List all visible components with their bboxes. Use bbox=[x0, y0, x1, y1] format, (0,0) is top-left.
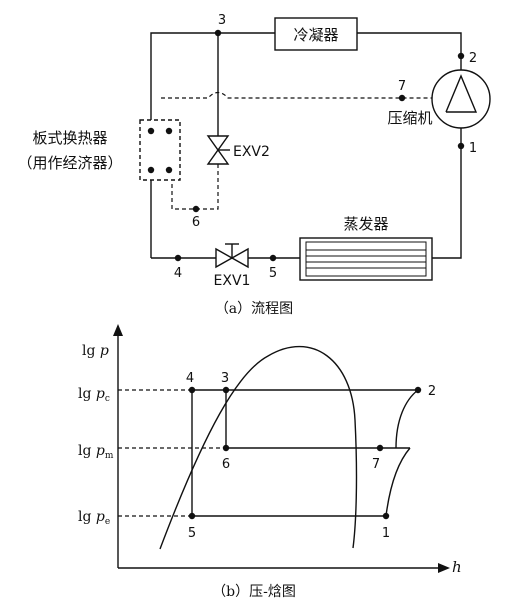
x-axis-label: h bbox=[452, 558, 462, 576]
hx-label-2: （用作经济器） bbox=[17, 154, 122, 172]
hx-port bbox=[147, 127, 155, 135]
economizer-return-line bbox=[171, 164, 219, 210]
point-5-label: 5 bbox=[269, 266, 277, 281]
point-4-label: 4 bbox=[174, 266, 182, 281]
evaporator-inner bbox=[305, 241, 427, 277]
hx-port bbox=[165, 127, 173, 135]
level-pe-label: lg pe bbox=[78, 509, 110, 527]
hx-port bbox=[147, 166, 155, 174]
flow-diagram: 冷凝器 压缩机 板式换热器 （用作经济器） EXV2 EXV1 蒸发器 bbox=[17, 13, 491, 317]
point-7-marker bbox=[398, 94, 406, 102]
compression-stage-2 bbox=[395, 389, 419, 449]
injection-line bbox=[161, 91, 436, 99]
ph-point-5 bbox=[188, 512, 196, 520]
exv2-label: EXV2 bbox=[233, 144, 270, 160]
condenser-box bbox=[274, 17, 358, 51]
point-2-label: 2 bbox=[469, 51, 477, 66]
hx-label-1: 板式换热器 bbox=[32, 129, 107, 147]
point-1-label: 1 bbox=[469, 141, 477, 156]
ph-label-5: 5 bbox=[188, 526, 196, 541]
point-6-marker bbox=[192, 205, 200, 213]
ph-label-3: 3 bbox=[221, 371, 229, 386]
point-2-marker bbox=[457, 52, 465, 60]
ph-label-7: 7 bbox=[372, 457, 380, 472]
ph-point-2 bbox=[414, 386, 422, 394]
ph-diagram: lg p h lg pc lg pm lg pe 4 3 2 6 7 bbox=[78, 324, 462, 600]
flow-caption: （a）流程图 bbox=[215, 301, 293, 317]
point-3-label: 3 bbox=[218, 13, 226, 28]
y-axis-arrow bbox=[113, 324, 123, 336]
ph-label-4: 4 bbox=[186, 371, 194, 386]
saturation-dome bbox=[159, 345, 358, 550]
ph-label-1: 1 bbox=[382, 526, 390, 541]
ph-point-7 bbox=[376, 444, 384, 452]
level-pc-label: lg pc bbox=[78, 386, 110, 404]
left-pipe bbox=[150, 32, 275, 258]
level-pm-label: lg pm bbox=[78, 443, 114, 461]
point-4-marker bbox=[174, 254, 182, 262]
exv2-valve-top bbox=[206, 135, 230, 152]
exv1-valve-left bbox=[215, 247, 234, 269]
point-1-marker bbox=[457, 142, 465, 150]
plate-heat-exchanger bbox=[139, 119, 181, 181]
ph-point-4 bbox=[188, 386, 196, 394]
y-axis-label: lg p bbox=[82, 343, 109, 359]
ph-caption: （b）压-焓图 bbox=[212, 584, 296, 600]
evaporator-label: 蒸发器 bbox=[343, 215, 388, 233]
exv1-label: EXV1 bbox=[214, 273, 251, 289]
hx-port bbox=[165, 166, 173, 174]
condenser-to-compressor-pipe bbox=[357, 32, 462, 70]
compressor-to-evaporator-pipe bbox=[432, 128, 462, 259]
point-3-marker bbox=[214, 29, 222, 37]
point-7-label: 7 bbox=[398, 79, 406, 94]
ph-point-1 bbox=[382, 512, 390, 520]
compression-stage-1 bbox=[385, 447, 411, 517]
compressor-label: 压缩机 bbox=[387, 109, 432, 127]
point-5-marker bbox=[269, 254, 277, 262]
exv1-valve-right bbox=[230, 247, 249, 269]
ph-point-3 bbox=[222, 386, 230, 394]
evaporator-box bbox=[299, 237, 433, 281]
ph-point-6 bbox=[222, 444, 230, 452]
x-axis-arrow bbox=[438, 563, 450, 573]
point-6-label: 6 bbox=[192, 215, 200, 230]
compressor-circle bbox=[431, 69, 491, 129]
compressor-symbol bbox=[445, 74, 478, 113]
ph-label-2: 2 bbox=[428, 384, 436, 399]
exv2-valve-bottom bbox=[206, 148, 230, 165]
ph-label-6: 6 bbox=[222, 457, 230, 472]
condenser-label: 冷凝器 bbox=[293, 26, 338, 44]
